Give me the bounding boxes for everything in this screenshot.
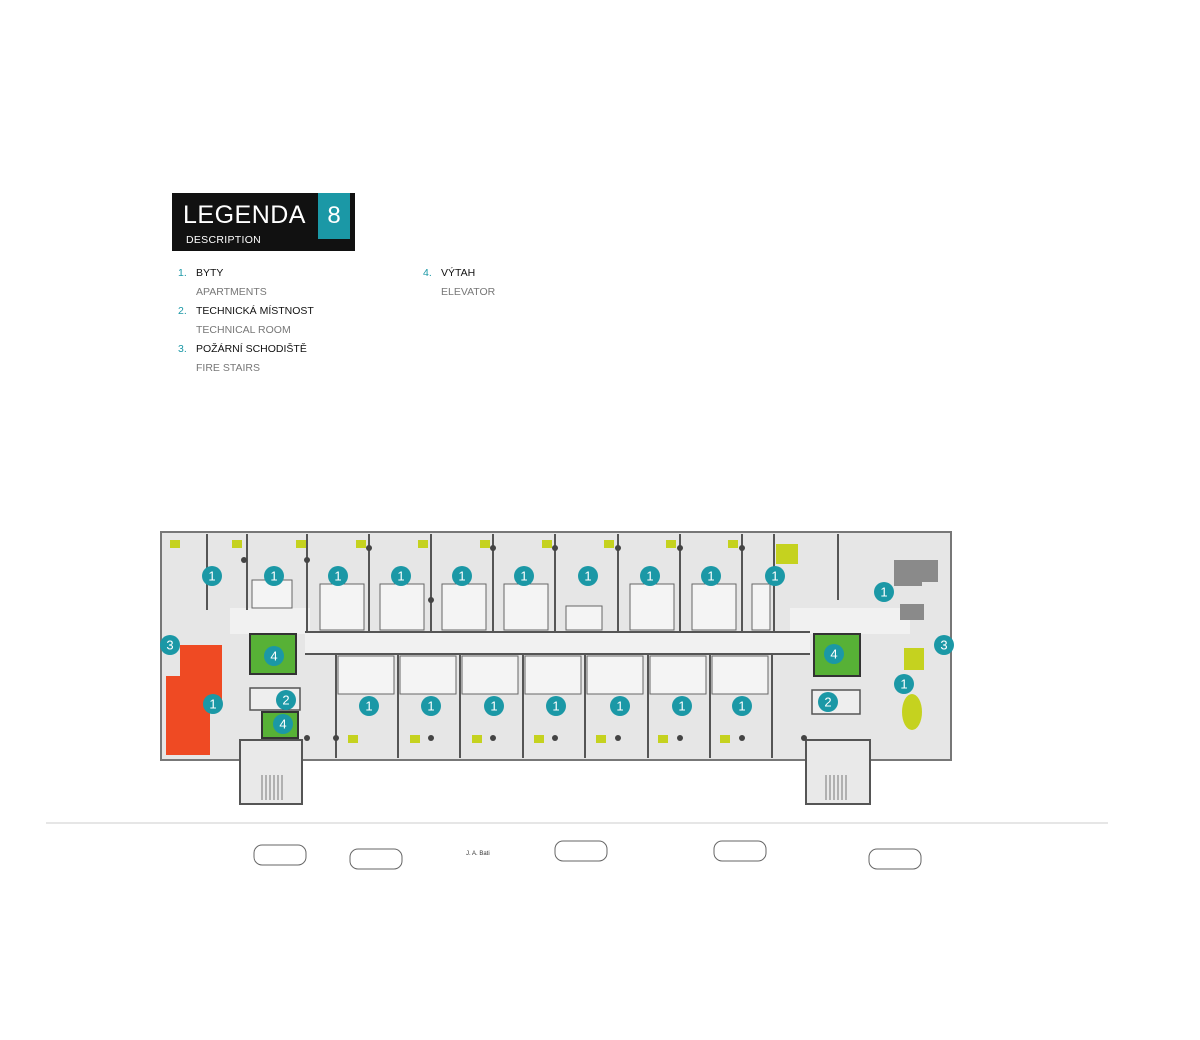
legend-item-translation: APARTMENTS xyxy=(196,286,267,298)
apartment-badge: 1 xyxy=(391,566,411,586)
legend-item-label: TECHNICKÁ MÍSTNOST xyxy=(196,305,314,317)
furniture-accents xyxy=(170,540,924,743)
elevator-badges: 4 4 4 xyxy=(264,644,844,734)
legend-subtitle: DESCRIPTION xyxy=(186,234,262,246)
svg-text:1: 1 xyxy=(771,569,778,584)
south-unit-walls xyxy=(305,631,810,758)
svg-text:1: 1 xyxy=(208,569,215,584)
apartment-badge: 1 xyxy=(610,696,630,716)
stair-tower-west xyxy=(239,739,303,805)
svg-text:1: 1 xyxy=(490,699,497,714)
elevator-badge: 4 xyxy=(273,714,293,734)
parked-cars xyxy=(253,840,922,870)
legend-item-translation: FIRE STAIRS xyxy=(196,362,260,374)
stair-treads-west xyxy=(261,775,283,800)
apartment-badge: 1 xyxy=(874,582,894,602)
apartment-badge: 1 xyxy=(484,696,504,716)
technical-room-badge: 2 xyxy=(818,692,838,712)
svg-text:2: 2 xyxy=(824,695,831,710)
east-lounge-furniture xyxy=(894,560,938,620)
legend-item-label: BYTY xyxy=(196,267,224,279)
svg-text:1: 1 xyxy=(334,569,341,584)
fire-stairs-badge: 3 xyxy=(160,635,180,655)
apartment-badge: 1 xyxy=(546,696,566,716)
structural-columns xyxy=(241,545,807,741)
legend-item-index: 4. xyxy=(423,267,432,279)
corridor-east xyxy=(790,608,910,634)
legend-item-label: VÝTAH xyxy=(441,267,476,279)
svg-text:4: 4 xyxy=(279,717,286,732)
fire-stairs-badges: 3 3 xyxy=(160,635,954,655)
highlighted-apartment xyxy=(166,645,222,755)
corridor-main xyxy=(305,632,810,654)
apartment-badge: 1 xyxy=(578,566,598,586)
svg-text:1: 1 xyxy=(900,677,907,692)
svg-text:1: 1 xyxy=(397,569,404,584)
legend-item-label: POŽÁRNÍ SCHODIŠTĚ xyxy=(196,343,307,355)
fire-stairs-badge: 3 xyxy=(934,635,954,655)
apartment-badge: 1 xyxy=(452,566,472,586)
apartment-badge: 1 xyxy=(421,696,441,716)
apartment-badge: 1 xyxy=(894,674,914,694)
svg-text:1: 1 xyxy=(270,569,277,584)
legend-item-index: 1. xyxy=(178,267,187,279)
svg-text:1: 1 xyxy=(880,585,887,600)
legend-item-translation: TECHNICAL ROOM xyxy=(196,324,291,336)
svg-text:4: 4 xyxy=(830,647,837,662)
svg-text:1: 1 xyxy=(646,569,653,584)
legend-item-index: 3. xyxy=(178,343,187,355)
apartment-badge: 1 xyxy=(264,566,284,586)
svg-text:1: 1 xyxy=(427,699,434,714)
elevator-badge: 4 xyxy=(824,644,844,664)
apartment-badge: 1 xyxy=(701,566,721,586)
svg-text:2: 2 xyxy=(282,693,289,708)
north-service-blocks xyxy=(251,579,771,631)
svg-text:1: 1 xyxy=(678,699,685,714)
apartment-badge: 1 xyxy=(359,696,379,716)
legend-header: LEGENDA DESCRIPTION 8 xyxy=(172,193,355,251)
apartment-badge: 1 xyxy=(765,566,785,586)
svg-text:1: 1 xyxy=(365,699,372,714)
technical-room-badge: 2 xyxy=(276,690,296,710)
svg-text:1: 1 xyxy=(738,699,745,714)
svg-text:3: 3 xyxy=(940,638,947,653)
svg-text:1: 1 xyxy=(552,699,559,714)
svg-text:3: 3 xyxy=(166,638,173,653)
apartment-badge: 1 xyxy=(514,566,534,586)
apartment-badges: 1 1 1 1 1 1 1 1 1 1 1 1 1 1 1 1 1 1 1 1 xyxy=(202,566,914,716)
apartment-badge: 1 xyxy=(203,694,223,714)
apartment-badge: 1 xyxy=(328,566,348,586)
apartment-badge: 1 xyxy=(202,566,222,586)
apartment-badge: 1 xyxy=(672,696,692,716)
street-name-label: J. A. Bati xyxy=(466,851,490,857)
svg-text:1: 1 xyxy=(616,699,623,714)
apartment-badge: 1 xyxy=(732,696,752,716)
technical-room-badges: 2 2 xyxy=(276,690,838,712)
corridor-west xyxy=(230,608,310,634)
legend-item-index: 2. xyxy=(178,305,187,317)
stair-treads-east xyxy=(825,775,847,800)
south-service-blocks xyxy=(337,655,769,695)
legend-title: LEGENDA xyxy=(183,201,306,229)
elevator-badge: 4 xyxy=(264,646,284,666)
floor-number-badge: 8 xyxy=(318,193,350,239)
svg-text:1: 1 xyxy=(209,697,216,712)
apartment-badge: 1 xyxy=(640,566,660,586)
svg-text:1: 1 xyxy=(458,569,465,584)
svg-text:1: 1 xyxy=(520,569,527,584)
svg-text:4: 4 xyxy=(270,649,277,664)
svg-text:1: 1 xyxy=(707,569,714,584)
svg-text:1: 1 xyxy=(584,569,591,584)
legend-item-translation: ELEVATOR xyxy=(441,286,496,298)
